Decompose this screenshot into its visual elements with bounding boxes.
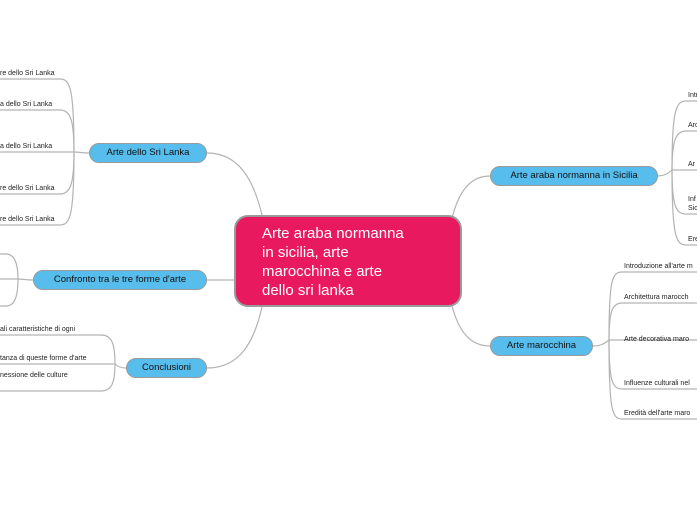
branch-arte-sri-lanka[interactable]: Arte dello Sri Lanka: [89, 143, 207, 163]
link-sicilia-5: [671, 169, 697, 246]
link-marocchina-1: [608, 271, 697, 341]
link-central-marocchina: [451, 305, 491, 347]
branch-conclusioni[interactable]: Conclusioni: [126, 358, 207, 378]
subtopic-sicilia-1[interactable]: Intr: [688, 92, 697, 99]
link-sicilia-hub: [657, 169, 673, 177]
subtopic-sicilia-4[interactable]: Inf Sic: [688, 196, 697, 212]
central-topic[interactable]: Arte araba normanna in sicilia, arte mar…: [234, 215, 462, 307]
branch-arte-marocchina[interactable]: Arte marocchina: [490, 336, 593, 356]
subtopic-conclusioni-3[interactable]: nessione delle culture: [0, 372, 68, 379]
subtopic-sicilia-2[interactable]: Arc: [688, 122, 697, 129]
subtopic-sicilia-5[interactable]: Ere: [688, 236, 697, 243]
subtopic-srilanka-5[interactable]: re dello Sri Lanka: [0, 216, 55, 223]
link-marocchina-hub: [592, 339, 610, 347]
branch-arte-araba-normanna[interactable]: Arte araba normanna in Sicilia: [490, 166, 658, 186]
link-confronto-3: [0, 278, 19, 307]
subtopic-marocchina-1[interactable]: Introduzione all'arte m: [624, 263, 693, 270]
link-conclusioni-1: [0, 334, 116, 365]
link-srilanka-hub: [73, 151, 90, 154]
link-conclusioni-hub: [114, 363, 127, 369]
connector-lines: [0, 78, 697, 420]
link-central-sicilia: [451, 175, 491, 219]
branch-confronto[interactable]: Confronto tra le tre forme d'arte: [33, 270, 207, 290]
link-srilanka-5: [0, 151, 75, 226]
link-sicilia-1: [671, 100, 697, 171]
link-confronto-1: [0, 253, 19, 280]
subtopic-marocchina-4[interactable]: Influenze culturali nel: [624, 380, 690, 387]
subtopic-marocchina-2[interactable]: Architettura marocch: [624, 294, 689, 301]
link-marocchina-2: [608, 302, 697, 341]
link-confronto-hub: [17, 278, 34, 281]
link-central-srilanka: [206, 152, 263, 216]
link-central-conclusioni: [206, 306, 263, 369]
link-srilanka-2: [0, 109, 75, 153]
subtopic-marocchina-3[interactable]: Arte decorativa maro: [624, 336, 689, 343]
link-conclusioni-3: [0, 363, 116, 392]
subtopic-sicilia-3[interactable]: Ar: [688, 161, 695, 168]
subtopic-conclusioni-2[interactable]: tanza di queste forme d'arte: [0, 355, 87, 362]
subtopic-srilanka-4[interactable]: re dello Sri Lanka: [0, 185, 55, 192]
link-marocchina-5: [608, 339, 697, 420]
subtopic-srilanka-3[interactable]: a dello Sri Lanka: [0, 143, 53, 150]
subtopic-srilanka-1[interactable]: re dello Sri Lanka: [0, 70, 55, 77]
subtopic-conclusioni-1[interactable]: ali caratteristiche di ogni: [0, 326, 76, 333]
subtopic-srilanka-2[interactable]: a dello Sri Lanka: [0, 101, 53, 108]
link-sicilia-2: [671, 130, 697, 171]
subtopic-marocchina-5[interactable]: Eredità dell'arte maro: [624, 410, 691, 417]
